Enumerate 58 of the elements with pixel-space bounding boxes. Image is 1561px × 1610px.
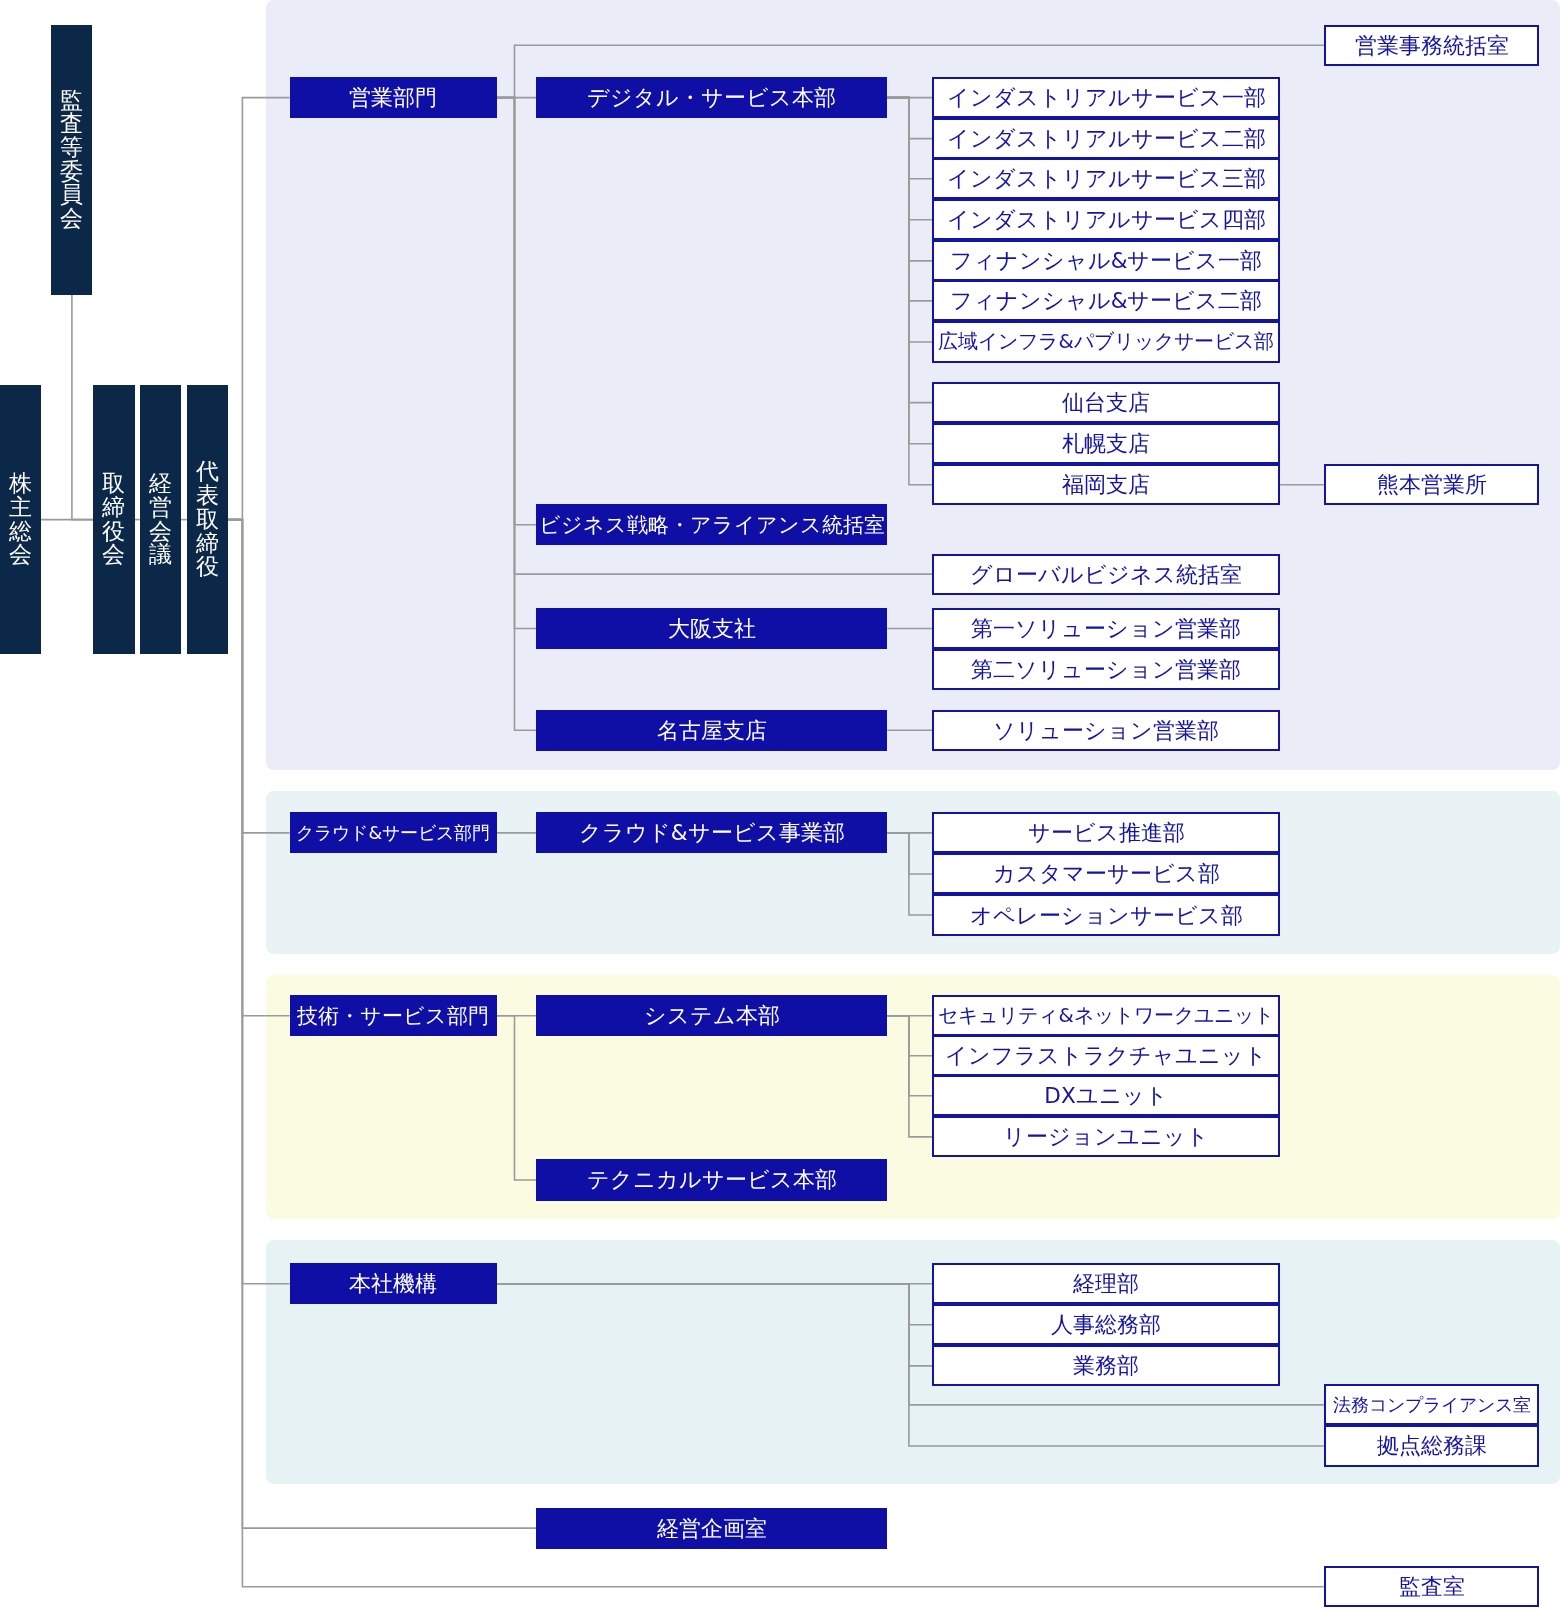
department-box: フィナンシャル&サービス二部: [932, 280, 1280, 322]
department-box: インダストリアルサービス三部: [932, 158, 1280, 200]
connector-line: [496, 1014, 537, 1181]
division-box: 技術・サービス部門: [289, 995, 498, 1037]
department-box: 第二ソリューション営業部: [932, 649, 1280, 691]
department-box: 経理部: [932, 1263, 1280, 1305]
department-box: 監査室: [1323, 1566, 1540, 1608]
committee-box: 株主総会: [0, 385, 42, 655]
division-box: クラウド&サービス事業部: [536, 812, 888, 854]
connector-line: [496, 96, 537, 731]
department-box: リージョンユニット: [932, 1116, 1280, 1158]
division-box: 経営企画室: [536, 1507, 888, 1549]
department-box: ソリューション営業部: [932, 709, 1280, 751]
department-box: 人事総務部: [932, 1304, 1280, 1346]
department-box: オペレーションサービス部: [932, 894, 1280, 936]
department-box: カスタマーサービス部: [932, 853, 1280, 895]
department-box: インダストリアルサービス一部: [932, 77, 1280, 119]
division-box: 本社機構: [289, 1263, 498, 1305]
connector-line: [71, 293, 95, 521]
connector-line: [886, 1014, 934, 1138]
committee-box: 監査等委員会: [51, 24, 93, 295]
department-box: サービス推進部: [932, 812, 1280, 854]
division-box: システム本部: [536, 995, 888, 1037]
division-box: ビジネス戦略・アライアンス統括室: [536, 504, 888, 546]
division-box: デジタル・サービス本部: [536, 77, 888, 119]
department-box: フィナンシャル&サービス一部: [932, 240, 1280, 282]
division-box: 営業部門: [289, 77, 498, 119]
department-box: DXユニット: [932, 1075, 1280, 1117]
connector-line: [886, 627, 934, 630]
division-box: 名古屋支店: [536, 709, 888, 751]
division-box: 大阪支社: [536, 607, 888, 650]
department-box: 拠点総務課: [1323, 1425, 1540, 1467]
department-box: 札幌支店: [932, 423, 1280, 465]
department-box: セキュリティ&ネットワークユニット: [932, 995, 1280, 1037]
department-box: 熊本営業所: [1323, 464, 1540, 506]
department-box: 仙台支店: [932, 382, 1280, 424]
connector-line: [1278, 483, 1325, 486]
department-box: インフラストラクチャユニット: [932, 1035, 1280, 1077]
division-box: テクニカルサービス本部: [536, 1159, 888, 1201]
department-box: 法務コンプライアンス室: [1323, 1384, 1540, 1426]
connector-line: [133, 518, 141, 521]
department-box: 福岡支店: [932, 464, 1280, 506]
department-box: 第一ソリューション営業部: [932, 607, 1280, 650]
connector-line: [886, 729, 934, 731]
committee-box: 経営会議: [139, 385, 181, 655]
committee-box: 代表取締役: [186, 385, 228, 655]
connector-line: [179, 518, 188, 521]
connector-line: [886, 832, 934, 916]
connector-line: [227, 518, 1325, 1588]
department-box: グローバルビジネス統括室: [932, 553, 1280, 595]
department-box: インダストリアルサービス二部: [932, 118, 1280, 160]
department-box: 広域インフラ&パブリックサービス部: [932, 321, 1280, 363]
department-box: インダストリアルサービス四部: [932, 199, 1280, 241]
department-box: 営業事務統括室: [1323, 24, 1540, 66]
division-box: クラウド&サービス部門: [289, 812, 498, 854]
connector-line: [496, 832, 537, 834]
department-box: 業務部: [932, 1345, 1280, 1387]
committee-box: 取締役会: [93, 385, 135, 655]
